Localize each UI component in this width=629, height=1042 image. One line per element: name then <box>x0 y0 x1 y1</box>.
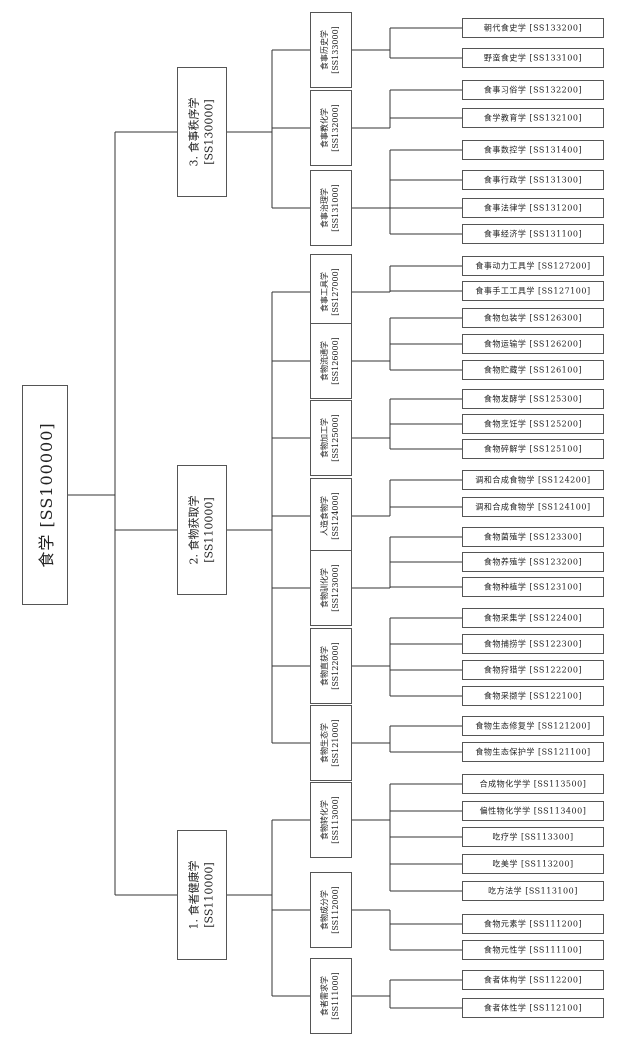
leaf-node: 食物生态修复学 [SS121200] <box>462 716 604 736</box>
leaf-node: 食物元性学 [SS111100] <box>462 940 604 960</box>
leaf-node: 吃方法学 [SS113100] <box>462 881 604 901</box>
leaf-node: 食者体性学 [SS112100] <box>462 998 604 1018</box>
sub-node: 食事历史学[SS133000] <box>310 12 352 88</box>
leaf-node: 食物狩猎学 [SS122200] <box>462 660 604 680</box>
branch-1-name: 1. 食者健康学 <box>187 860 201 930</box>
sub-node: 食事工具学[SS127000] <box>310 254 352 330</box>
branch-2-code: [SS110000] <box>203 497 216 563</box>
leaf-node: 食事动力工具学 [SS127200] <box>462 256 604 276</box>
leaf-node: 朝代食史学 [SS133200] <box>462 18 604 38</box>
leaf-node: 野蛮食史学 [SS133100] <box>462 48 604 68</box>
leaf-node: 食事习俗学 [SS132200] <box>462 80 604 100</box>
leaf-node: 食物采撷学 [SS122100] <box>462 686 604 706</box>
sub-node: 食物成分学[SS112000] <box>310 872 352 948</box>
leaf-node: 食物烹饪学 [SS125200] <box>462 414 604 434</box>
sub-node: 食事治理学[SS131000] <box>310 170 352 246</box>
leaf-node: 食物菌殖学 [SS123300] <box>462 527 604 547</box>
leaf-node: 食物养殖学 [SS123200] <box>462 552 604 572</box>
leaf-node: 食物包装学 [SS126300] <box>462 308 604 328</box>
leaf-node: 吃疗学 [SS113300] <box>462 827 604 847</box>
branch-3-code: [SS130000] <box>203 99 216 165</box>
leaf-node: 合成物化学学 [SS113500] <box>462 774 604 794</box>
leaf-node: 食事经济学 [SS131100] <box>462 224 604 244</box>
sub-node: 食物流通学[SS126000] <box>310 323 352 399</box>
leaf-node: 食物发酵学 [SS125300] <box>462 389 604 409</box>
leaf-node: 食者体构学 [SS112200] <box>462 970 604 990</box>
leaf-node: 调和合成食物学 [SS124100] <box>462 497 604 517</box>
leaf-node: 食学教育学 [SS132100] <box>462 108 604 128</box>
branch-2-name: 2. 食物获取学 <box>187 495 201 565</box>
leaf-node: 偏性物化学学 [SS113400] <box>462 801 604 821</box>
leaf-node: 食事手工工具学 [SS127100] <box>462 281 604 301</box>
leaf-node: 调和合成食物学 [SS124200] <box>462 470 604 490</box>
branch-3-name: 3. 食事秩序学 <box>187 97 201 167</box>
sub-node: 食物加工学[SS125000] <box>310 400 352 476</box>
root-node: 食学 [SS100000] <box>22 385 68 605</box>
leaf-node: 食事法律学 [SS131200] <box>462 198 604 218</box>
leaf-node: 食事数控学 [SS131400] <box>462 140 604 160</box>
sub-node: 食物直获学[SS122000] <box>310 628 352 704</box>
leaf-node: 食物碎解学 [SS125100] <box>462 439 604 459</box>
sub-node: 人造食物学[SS124000] <box>310 478 352 554</box>
leaf-node: 食物贮藏学 [SS126100] <box>462 360 604 380</box>
leaf-node: 食物元素学 [SS111200] <box>462 914 604 934</box>
sub-node: 食者需求学[SS111000] <box>310 958 352 1034</box>
branch-node-2: 2. 食物获取学[SS110000] <box>177 465 227 595</box>
sub-node: 食物转化学[SS113000] <box>310 782 352 858</box>
branch-node-1: 1. 食者健康学[SS110000] <box>177 830 227 960</box>
sub-node: 食物驯化学[SS123000] <box>310 550 352 626</box>
leaf-node: 食物种植学 [SS123100] <box>462 577 604 597</box>
leaf-node: 食物生态保护学 [SS121100] <box>462 742 604 762</box>
leaf-node: 吃美学 [SS113200] <box>462 854 604 874</box>
sub-node: 食物生态学[SS121000] <box>310 705 352 781</box>
leaf-node: 食物采集学 [SS122400] <box>462 608 604 628</box>
leaf-node: 食物捕捞学 [SS122300] <box>462 634 604 654</box>
branch-1-code: [SS110000] <box>203 862 216 928</box>
leaf-node: 食事行政学 [SS131300] <box>462 170 604 190</box>
root-label: 食学 [SS100000] <box>37 422 56 568</box>
leaf-node: 食物运输学 [SS126200] <box>462 334 604 354</box>
sub-node: 食事教化学[SS132000] <box>310 90 352 166</box>
branch-node-3: 3. 食事秩序学[SS130000] <box>177 67 227 197</box>
